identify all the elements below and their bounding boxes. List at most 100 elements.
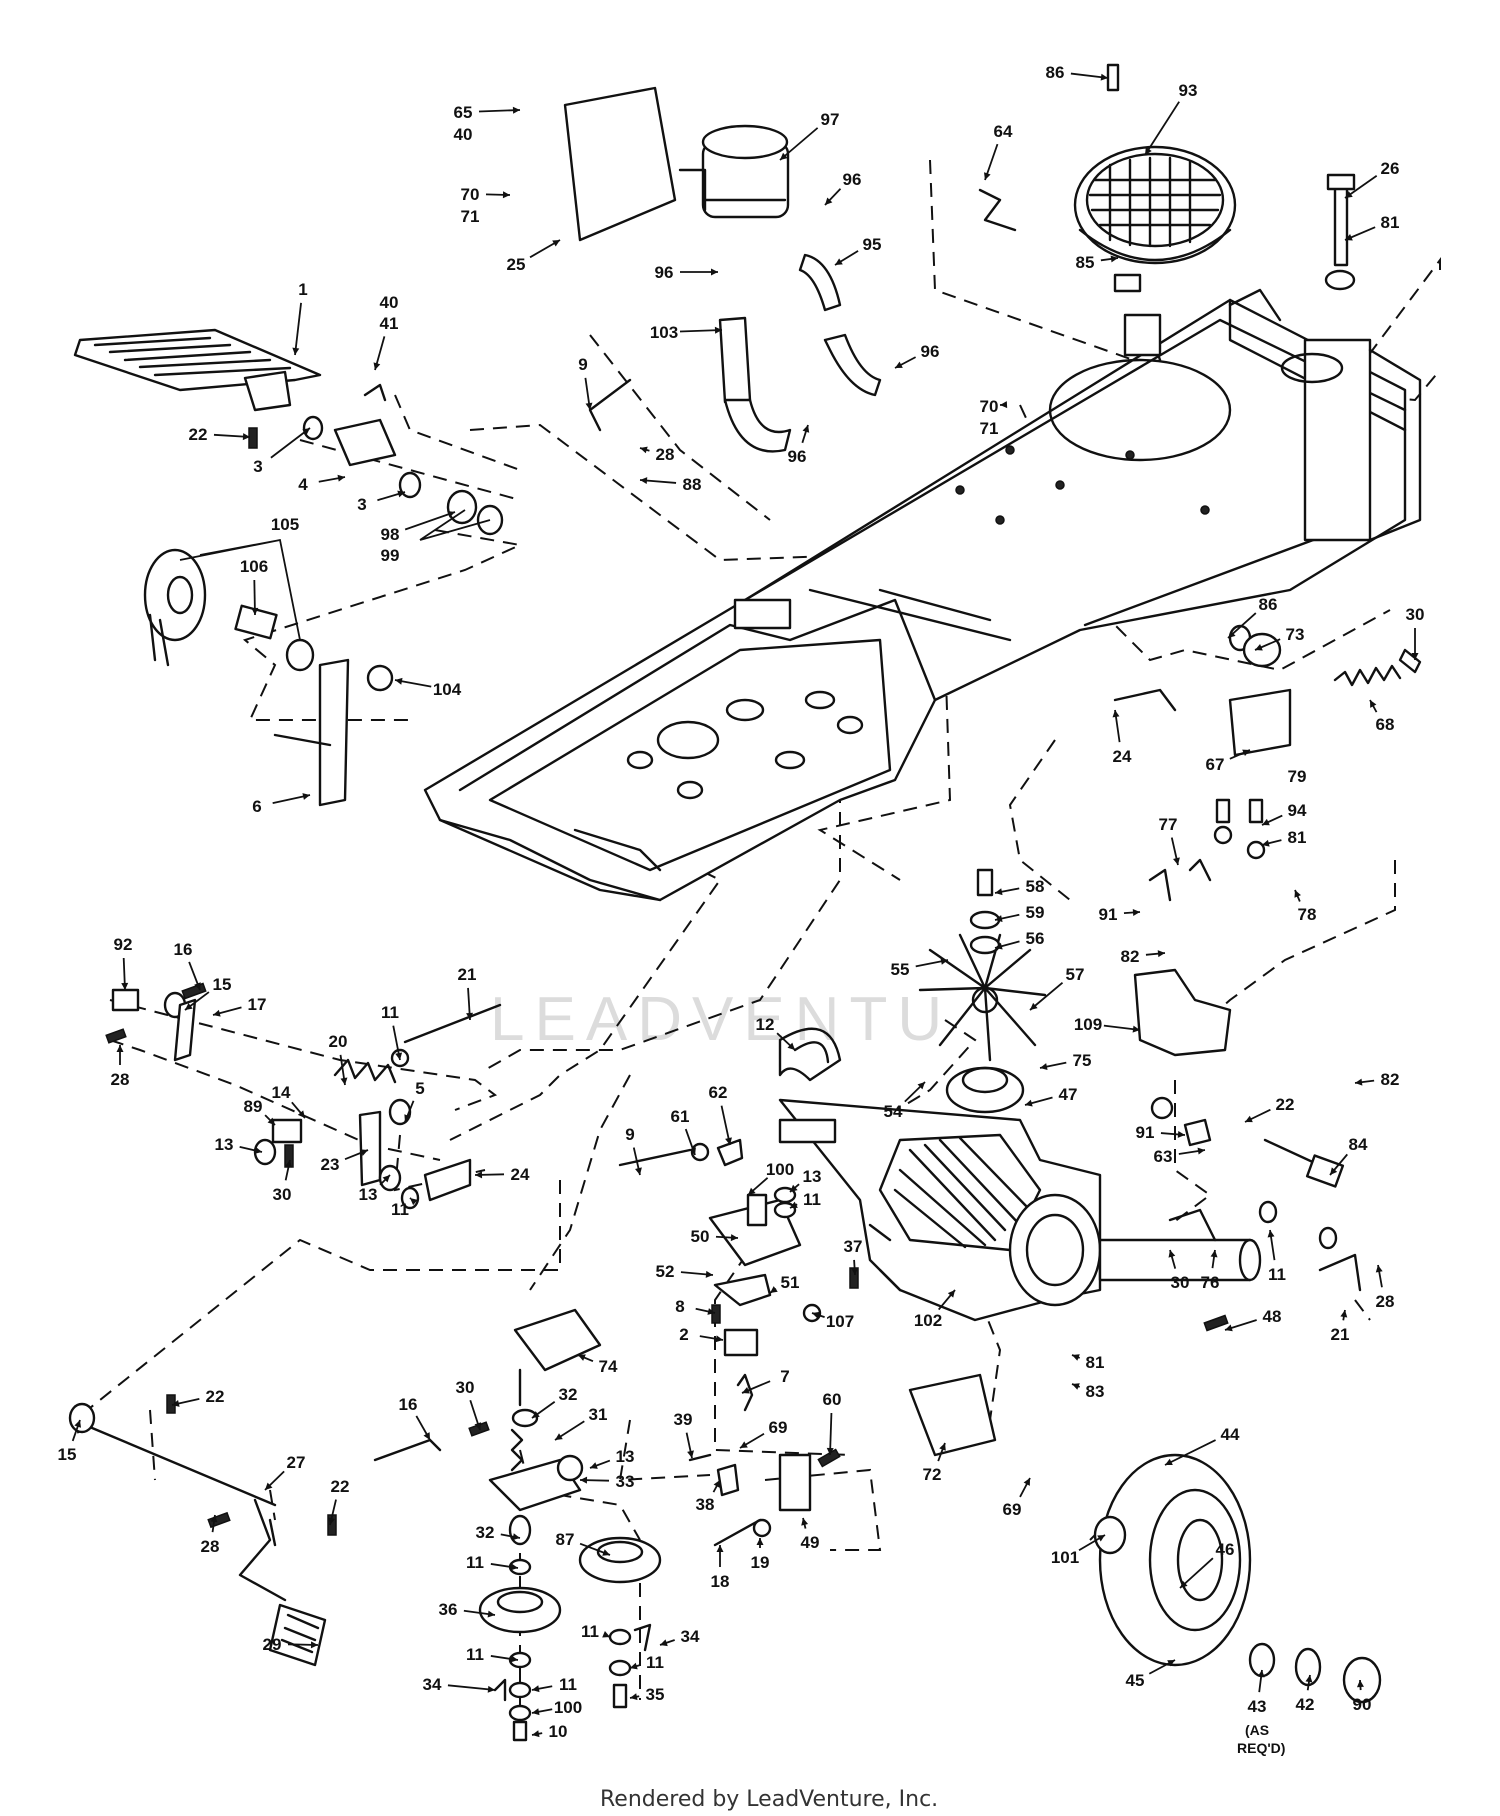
callout-label-97: 97 bbox=[821, 110, 840, 129]
callout-leader-60 bbox=[829, 1412, 833, 1456]
callout-arrowhead bbox=[532, 1708, 540, 1716]
callout-arrowhead bbox=[1165, 1458, 1173, 1466]
callout-label-105: 105 bbox=[271, 515, 299, 534]
bracket-67-part bbox=[1113, 688, 1292, 757]
callout-arrowhead bbox=[1040, 1063, 1048, 1071]
callout-arrowhead bbox=[172, 1400, 180, 1407]
callout-label-99: 99 bbox=[381, 546, 400, 565]
callout-arrowhead bbox=[74, 1420, 82, 1428]
control-bracket-part bbox=[618, 1138, 859, 1547]
callout-label-21: 21 bbox=[1331, 1325, 1350, 1344]
callout-label-86: 86 bbox=[1259, 595, 1278, 614]
callout-arrowhead bbox=[707, 1308, 715, 1315]
callout-arrowhead bbox=[1305, 1675, 1313, 1683]
callout-label-92: 92 bbox=[114, 935, 133, 954]
callout-arrowhead bbox=[404, 1114, 411, 1122]
callout-arrowhead bbox=[748, 1187, 756, 1195]
callout-arrowhead bbox=[1345, 191, 1353, 198]
callout-arrowhead bbox=[447, 511, 455, 518]
callout-label-76: 76 bbox=[1201, 1273, 1220, 1292]
callout-label-100: 100 bbox=[554, 1698, 582, 1717]
callout-label-40: 40 bbox=[380, 293, 399, 312]
callout-label-75: 75 bbox=[1073, 1051, 1092, 1070]
callout-arrowhead bbox=[1157, 950, 1165, 958]
callout-arrowhead bbox=[787, 1042, 795, 1050]
callout-label-38: 38 bbox=[696, 1495, 715, 1514]
callout-label-59: 59 bbox=[1026, 903, 1045, 922]
callout-label-77: 77 bbox=[1159, 815, 1178, 834]
callout-arrowhead bbox=[1245, 1115, 1253, 1123]
callout-label-39: 39 bbox=[674, 1410, 693, 1429]
callout-label-61: 61 bbox=[671, 1107, 690, 1126]
callout-label-9: 9 bbox=[625, 1125, 634, 1144]
callout-label-37: 37 bbox=[844, 1237, 863, 1256]
callout-label-73: 73 bbox=[1286, 625, 1305, 644]
callout-arrowhead bbox=[297, 1110, 305, 1118]
callout-label-34: 34 bbox=[681, 1627, 700, 1646]
note-line-2: REQ'D) bbox=[1237, 1740, 1285, 1756]
callout-arrowhead bbox=[705, 1270, 713, 1278]
callout-label-95: 95 bbox=[863, 235, 882, 254]
note-line-1: (AS bbox=[1245, 1722, 1269, 1738]
callout-arrowhead bbox=[475, 1171, 483, 1179]
control-linkage-part bbox=[105, 982, 502, 1210]
callout-arrowhead bbox=[1262, 839, 1270, 847]
callout-label-10: 10 bbox=[549, 1722, 568, 1741]
callout-label-28: 28 bbox=[201, 1537, 220, 1556]
callout-arrowhead bbox=[1145, 147, 1152, 155]
callout-arrowhead bbox=[660, 1639, 668, 1647]
callout-arrowhead bbox=[251, 607, 259, 615]
callout-arrowhead bbox=[302, 428, 310, 436]
callout-label-43: 43 bbox=[1248, 1697, 1267, 1716]
callout-arrowhead bbox=[714, 326, 722, 334]
callout-label-47: 47 bbox=[1059, 1085, 1078, 1104]
callout-arrowhead bbox=[340, 1077, 348, 1085]
callout-label-11: 11 bbox=[1268, 1265, 1286, 1284]
callout-arrowhead bbox=[1257, 1670, 1265, 1678]
callout-arrowhead bbox=[740, 1441, 748, 1448]
callout-arrowhead bbox=[1340, 1310, 1348, 1318]
callout-label-36: 36 bbox=[439, 1600, 458, 1619]
callout-label-64: 64 bbox=[994, 122, 1013, 141]
callout-arrowhead bbox=[1210, 1250, 1218, 1258]
callout-arrowhead bbox=[328, 1517, 336, 1525]
callout-arrowhead bbox=[1411, 653, 1419, 660]
callout-arrowhead bbox=[578, 1354, 586, 1361]
fan-57-part bbox=[918, 868, 1047, 1114]
callout-label-5: 5 bbox=[415, 1079, 424, 1098]
callout-arrowhead bbox=[580, 1476, 588, 1484]
callout-label-22: 22 bbox=[1276, 1095, 1295, 1114]
callout-label-84: 84 bbox=[1349, 1135, 1368, 1154]
callout-leader-93 bbox=[1144, 101, 1180, 156]
callout-leader-98 bbox=[419, 509, 491, 541]
callout-arrowhead bbox=[466, 1012, 474, 1020]
callout-arrowhead bbox=[725, 1137, 732, 1145]
callout-arrowhead bbox=[1072, 1383, 1080, 1390]
callout-label-82: 82 bbox=[1121, 947, 1140, 966]
callout-label-48: 48 bbox=[1263, 1307, 1282, 1326]
callout-arrowhead bbox=[585, 402, 593, 410]
callout-arrowhead bbox=[373, 362, 381, 370]
callout-label-68: 68 bbox=[1376, 715, 1395, 734]
callout-label-30: 30 bbox=[456, 1378, 475, 1397]
callout-label-71: 71 bbox=[980, 419, 999, 438]
callout-arrowhead bbox=[310, 1641, 318, 1649]
callout-arrowhead bbox=[360, 1149, 368, 1156]
callout-leader-103 bbox=[679, 329, 723, 333]
callout-label-51: 51 bbox=[781, 1273, 800, 1292]
callout-label-100: 100 bbox=[766, 1160, 794, 1179]
callout-arrowhead bbox=[1112, 710, 1120, 718]
callout-label-67: 67 bbox=[1206, 755, 1225, 774]
callout-label-22: 22 bbox=[206, 1387, 225, 1406]
callout-arrowhead bbox=[1345, 234, 1353, 241]
callout-label-94: 94 bbox=[1288, 801, 1307, 820]
callout-label-4: 4 bbox=[298, 475, 308, 494]
callout-label-11: 11 bbox=[391, 1200, 409, 1219]
callout-label-103: 103 bbox=[650, 323, 678, 342]
callout-label-93: 93 bbox=[1179, 81, 1198, 100]
callout-arrowhead bbox=[640, 477, 648, 485]
rod-64-part bbox=[978, 188, 1017, 232]
callout-label-30: 30 bbox=[273, 1185, 292, 1204]
callout-label-107: 107 bbox=[826, 1312, 854, 1331]
